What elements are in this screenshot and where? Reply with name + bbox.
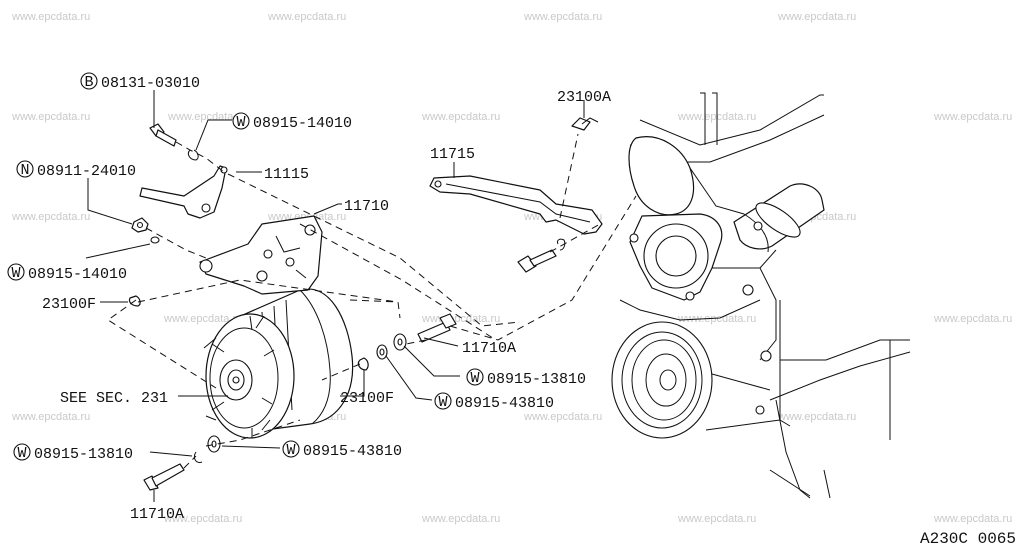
watermark: www.epcdata.ru [11,411,90,423]
part-number-label: 11710A [462,340,516,357]
watermark: www.epcdata.ru [421,111,500,123]
watermark: www.epcdata.ru [421,313,500,325]
part-number-label: 08915-13810 [34,446,133,463]
part-number-label: 08915-43810 [303,443,402,460]
prefix-letter: N [20,162,29,179]
part-number-label: 08131-03010 [101,75,200,92]
prefix-letter: W [17,445,26,462]
part-number-label: 11715 [430,146,475,163]
part-number-label: 08915-13810 [487,371,586,388]
watermark: www.epcdata.ru [267,11,346,23]
watermark: www.epcdata.ru [11,11,90,23]
watermark: www.epcdata.ru [933,313,1012,325]
watermark: www.epcdata.ru [523,11,602,23]
diagram-code: A230C 0065 [920,530,1016,548]
crank-pulley [611,321,713,439]
prefix-letter: W [11,265,20,282]
watermark: www.epcdata.ru [11,111,90,123]
prefix-letter: W [236,114,245,131]
prefix-circle [13,443,31,461]
part-number-label: 23100A [557,89,611,106]
prefix-circle [16,160,34,178]
watermark: www.epcdata.ru [677,313,756,325]
adjusting-bar [429,175,603,235]
part-number-label: 23100F [340,390,394,407]
prefix-circle [232,112,250,130]
watermark: www.epcdata.ru [11,211,90,223]
watermark: www.epcdata.ru [777,411,856,423]
callout-labels: 08131-03010 08915-14010 11115 08911-2401… [28,75,611,523]
assembly-lines [107,133,637,469]
alternator-bracket [199,215,323,295]
watermark-layer: www.epcdata.ru www.epcdata.ru www.epcdat… [11,11,1012,525]
alternator [203,288,354,439]
prefix-circle [80,72,98,90]
small-bracket [139,165,228,219]
leader-lines [85,90,585,502]
part-number-label: 08915-43810 [455,395,554,412]
part-number-label: 23100F [42,296,96,313]
part-number-label: 11710 [344,198,389,215]
prefix-letter: W [286,442,295,459]
part-number-label: 11115 [264,166,309,183]
engine-block [611,92,911,499]
prefix-letter: W [470,370,479,387]
part-number-label: 08915-14010 [28,266,127,283]
watermark: www.epcdata.ru [523,411,602,423]
hardware [128,117,599,491]
watermark: www.epcdata.ru [933,513,1012,525]
prefix-circle [466,368,484,386]
watermark: www.epcdata.ru [163,313,242,325]
prefix-letter: B [84,74,93,91]
prefix-circle [7,263,25,281]
watermark: www.epcdata.ru [421,513,500,525]
part-number-label: 08911-24010 [37,163,136,180]
watermark: www.epcdata.ru [163,513,242,525]
prefix-letter: W [438,394,447,411]
watermark: www.epcdata.ru [677,513,756,525]
watermark: www.epcdata.ru [777,11,856,23]
callout-prefix-markers: B W N W W W W W [7,72,484,462]
watermark: www.epcdata.ru [933,111,1012,123]
prefix-circle [282,440,300,458]
part-number-label: 11710A [130,506,184,523]
part-number-label: 08915-14010 [253,115,352,132]
part-number-label: SEE SEC. 231 [60,390,168,407]
prefix-circle [434,392,452,410]
